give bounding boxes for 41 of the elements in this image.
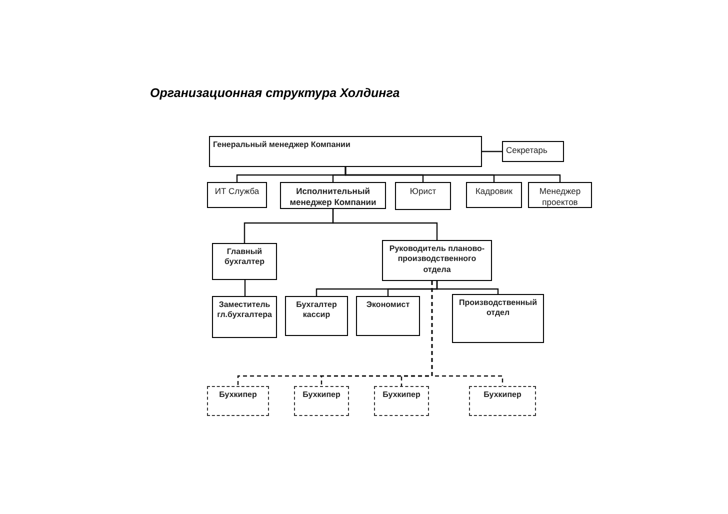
position-box <box>382 240 492 281</box>
connector-line <box>332 209 438 240</box>
position-box <box>280 182 386 209</box>
position-box <box>452 294 544 343</box>
position-box <box>466 182 522 208</box>
position-label: Главный бухгалтер <box>224 247 266 268</box>
position-label: Руководитель планово-производственного отдела <box>388 244 486 276</box>
position-label: Производственный отдел <box>458 298 538 319</box>
position-label: Менеджер проектов <box>538 186 582 208</box>
dashed-position-box <box>207 386 269 416</box>
position-label: Генеральный менеджер Компании <box>213 140 352 150</box>
position-label: Бухкипер <box>482 390 522 400</box>
connector-line <box>482 150 502 152</box>
position-label: Экономист <box>365 300 411 310</box>
position-box <box>395 182 451 210</box>
position-label: Бухкипер <box>218 390 258 400</box>
position-box <box>207 182 267 208</box>
position-label: Бухкипер <box>382 390 422 400</box>
connector-line <box>431 281 504 386</box>
connector-line <box>436 281 499 294</box>
position-label: Секретарь <box>506 145 548 156</box>
position-box <box>212 243 277 280</box>
connector-line <box>244 280 246 296</box>
diagram-title: Организационная структура Холдинга <box>150 86 400 100</box>
position-box <box>285 296 348 336</box>
dashed-position-box <box>294 386 349 416</box>
position-label: Бухгалтер кассир <box>295 300 338 321</box>
position-label: Юрист <box>408 186 438 198</box>
position-label: Заместитель гл.бухгалтера <box>216 300 273 321</box>
position-box <box>356 296 420 336</box>
dashed-position-box <box>374 386 429 416</box>
position-label: Бухкипер <box>302 390 342 400</box>
position-box <box>528 182 592 208</box>
position-box <box>502 141 564 162</box>
position-box <box>209 136 482 167</box>
position-label: Исполнительный менеджер Компании <box>288 186 378 208</box>
position-box <box>212 296 277 338</box>
position-label: Кадровик <box>474 186 514 198</box>
dashed-position-box <box>469 386 536 416</box>
position-label: ИТ Служба <box>214 186 260 198</box>
connector-line <box>344 167 561 182</box>
